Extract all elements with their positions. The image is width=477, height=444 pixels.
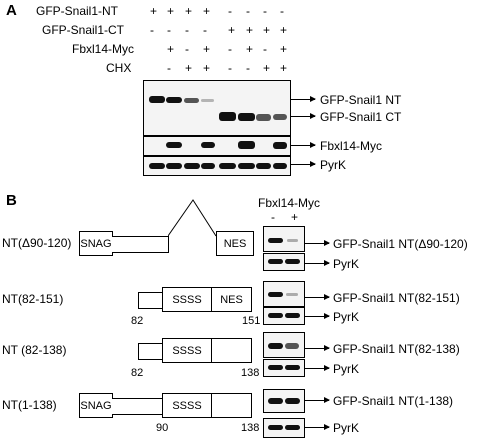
snag-domain: SNAG bbox=[79, 393, 113, 418]
condition-sign: + bbox=[280, 23, 288, 37]
condition-sign: - bbox=[228, 4, 232, 18]
blot-label-snail1-nt: GFP-Snail1 NT bbox=[320, 93, 402, 107]
linker-region bbox=[138, 343, 163, 360]
pyrk-label: PyrK bbox=[333, 421, 360, 435]
condition-sign: + bbox=[185, 61, 193, 75]
empty-domain bbox=[211, 338, 252, 363]
blot-label-fbxl14: Fbxl14-Myc bbox=[320, 139, 383, 153]
header-sign-minus: - bbox=[271, 210, 275, 224]
construct-blot bbox=[263, 332, 305, 358]
pyrk-label: PyrK bbox=[333, 362, 360, 376]
condition-sign: + bbox=[280, 61, 288, 75]
start-residue: 82 bbox=[131, 315, 144, 327]
construct-blot-label: GFP-Snail1 NT(82-138) bbox=[333, 342, 460, 356]
construct-name: NT(1-138) bbox=[2, 398, 57, 412]
pyrk-blot-a bbox=[143, 156, 291, 176]
construct-name: NT (82-138) bbox=[2, 343, 67, 357]
condition-sign: - bbox=[185, 23, 189, 37]
condition-sign: - bbox=[150, 23, 154, 37]
pyrk-label: PyrK bbox=[333, 257, 360, 271]
condition-sign: - bbox=[246, 4, 250, 18]
linker-region bbox=[112, 236, 169, 253]
condition-sign: + bbox=[203, 4, 211, 18]
condition-sign: + bbox=[246, 23, 254, 37]
panel-a-label: A bbox=[6, 2, 17, 19]
condition-sign: - bbox=[263, 42, 267, 56]
start-residue: 82 bbox=[131, 367, 144, 379]
pyrk-blot bbox=[263, 418, 305, 438]
construct-blot-label: GFP-Snail1 NT(1-138) bbox=[333, 394, 454, 408]
header-sign-plus: + bbox=[291, 210, 299, 224]
condition-row-label: GFP-Snail1-NT bbox=[36, 4, 119, 18]
condition-sign: - bbox=[228, 61, 232, 75]
condition-sign: - bbox=[185, 42, 189, 56]
snail1-blot bbox=[143, 80, 291, 136]
nes-domain: NES bbox=[216, 231, 254, 256]
condition-sign: + bbox=[203, 61, 211, 75]
end-residue: 138 bbox=[241, 422, 260, 434]
panel-b-label: B bbox=[6, 192, 17, 209]
condition-sign: + bbox=[203, 42, 211, 56]
mid-residue: 90 bbox=[156, 422, 169, 434]
panel-b-header: Fbxl14-Myc bbox=[258, 196, 321, 210]
condition-row-label: GFP-Snail1-CT bbox=[42, 23, 125, 37]
empty-domain bbox=[211, 393, 252, 418]
fbxl14-blot bbox=[143, 136, 291, 156]
condition-sign: + bbox=[167, 4, 175, 18]
construct-name: NT(82-151) bbox=[2, 292, 64, 306]
ssss-domain: SSSS bbox=[162, 393, 212, 418]
condition-sign: - bbox=[280, 4, 284, 18]
nes-domain: NES bbox=[211, 287, 252, 312]
construct-blot bbox=[263, 226, 305, 252]
end-residue: 151 bbox=[242, 315, 261, 327]
condition-sign: - bbox=[167, 23, 171, 37]
construct-blot-label: GFP-Snail1 NT(Δ90-120) bbox=[333, 237, 468, 251]
condition-sign: + bbox=[167, 42, 175, 56]
construct-blot-label: GFP-Snail1 NT(82-151) bbox=[333, 291, 460, 305]
end-residue: 138 bbox=[241, 367, 260, 379]
condition-sign: + bbox=[185, 4, 193, 18]
pyrk-blot bbox=[263, 253, 305, 271]
pyrk-blot bbox=[263, 307, 305, 325]
condition-sign: - bbox=[246, 61, 250, 75]
construct-name: NT(Δ90-120) bbox=[2, 236, 72, 250]
condition-sign: + bbox=[246, 42, 254, 56]
condition-sign: + bbox=[280, 42, 288, 56]
condition-row-label: Fbxl14-Myc bbox=[72, 42, 135, 56]
construct-blot bbox=[263, 389, 305, 413]
deletion-line bbox=[168, 199, 217, 237]
pyrk-label: PyrK bbox=[333, 310, 360, 324]
condition-sign: - bbox=[203, 23, 207, 37]
blot-label-pyrk-a: PyrK bbox=[320, 158, 347, 172]
construct-blot bbox=[263, 281, 305, 307]
ssss-domain: SSSS bbox=[162, 287, 212, 312]
ssss-domain: SSSS bbox=[162, 338, 212, 363]
condition-row-label: CHX bbox=[106, 61, 132, 75]
linker-region bbox=[138, 292, 163, 309]
condition-sign: - bbox=[263, 4, 267, 18]
condition-sign: + bbox=[263, 23, 271, 37]
condition-sign: - bbox=[167, 61, 171, 75]
blot-label-snail1-ct: GFP-Snail1 CT bbox=[320, 110, 402, 124]
pyrk-blot bbox=[263, 359, 305, 377]
condition-sign: + bbox=[150, 4, 158, 18]
condition-sign: - bbox=[228, 42, 232, 56]
snag-domain: SNAG bbox=[79, 231, 113, 256]
condition-sign: + bbox=[228, 23, 236, 37]
condition-sign: + bbox=[263, 61, 271, 75]
linker-region bbox=[112, 398, 162, 415]
